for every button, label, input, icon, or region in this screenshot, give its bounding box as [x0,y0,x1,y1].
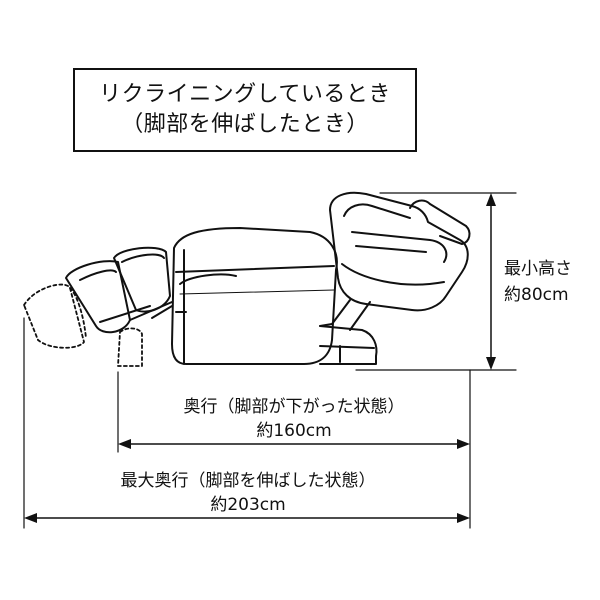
extended-leg-rest-outline [23,283,143,367]
title-box: リクライニングしているとき （脚部を伸ばしたとき） [73,68,417,152]
max-depth-label: 最大奥行（脚部を伸ばした状態） [120,471,376,491]
max-depth-value: 約203cm [210,495,286,515]
leg-rest [65,246,173,334]
title-line-2: （脚部を伸ばしたとき） [121,112,369,137]
height-value: 約80cm [504,285,569,305]
title-line-1: リクライニングしているとき [99,82,391,107]
chair-body [151,227,338,365]
reference-lines [23,192,517,529]
height-dimension-arrow [486,193,496,370]
depth-label: 奥行（脚部が下がった状態） [183,397,405,417]
height-label: 最小高さ [504,259,572,279]
depth-value: 約160cm [256,421,332,441]
reclined-backrest [319,191,471,331]
chair-base [319,325,378,365]
depth-dimension-arrow [118,439,470,449]
max-depth-dimension-arrow [24,513,470,523]
